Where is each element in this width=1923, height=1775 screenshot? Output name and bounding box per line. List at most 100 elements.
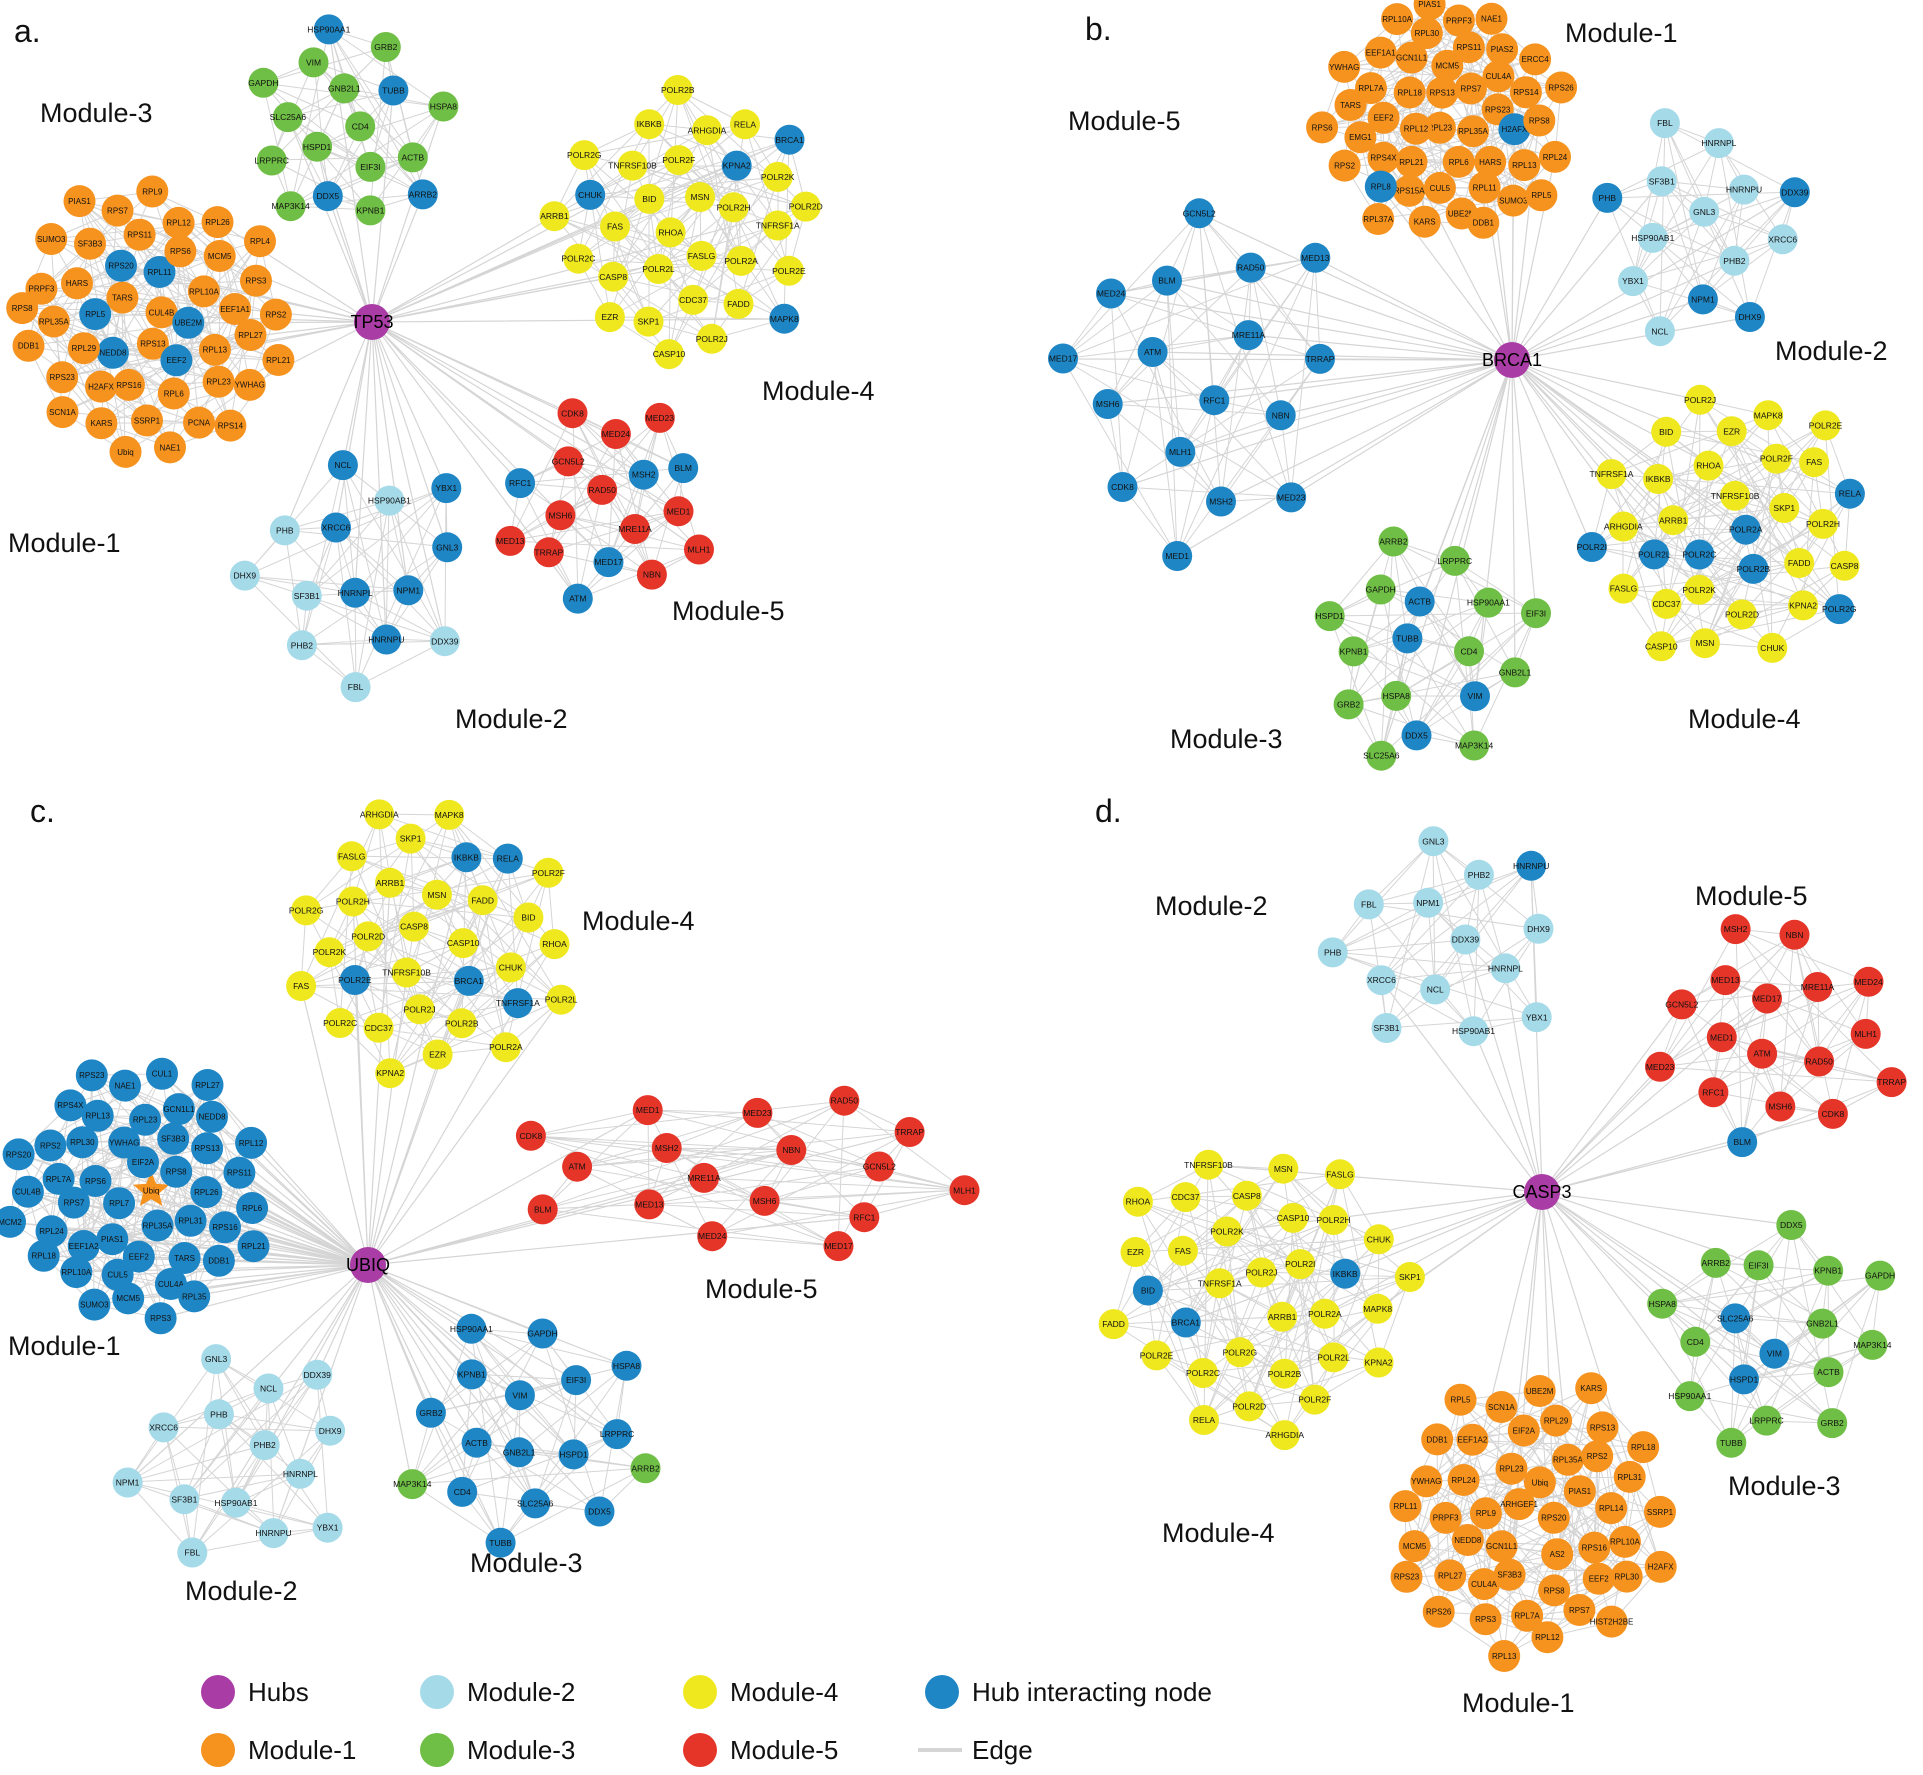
node-c-NAE1 xyxy=(109,1069,141,1102)
node-d-FBL xyxy=(1353,889,1384,920)
node-c-CASP8 xyxy=(399,911,429,942)
node-d-RPL12 xyxy=(1531,1621,1564,1654)
node-d-RFC1 xyxy=(1698,1077,1729,1108)
node-a-RELA xyxy=(730,109,760,140)
panel-letter-b: b. xyxy=(1085,11,1112,47)
legend-label-hubs: Hubs xyxy=(248,1677,309,1707)
node-a-BID xyxy=(634,183,665,214)
node-a-RPL4 xyxy=(244,225,276,258)
node-c-IKBKB xyxy=(451,842,482,873)
node-b-RPL35A xyxy=(1457,115,1489,148)
node-a-POLR2H xyxy=(718,192,749,223)
node-b-POLR2F xyxy=(1761,443,1792,474)
module-label-a-Module-2: Module-2 xyxy=(455,704,568,734)
node-b-GCN1L1 xyxy=(1395,41,1428,74)
node-a-RPS3 xyxy=(240,264,272,297)
node-b-EIF3I xyxy=(1521,598,1551,629)
node-a-MCM5 xyxy=(203,240,236,272)
node-d-RPL10A xyxy=(1608,1525,1641,1558)
node-a-SUMO3 xyxy=(35,223,68,255)
node-d-DDB1 xyxy=(1421,1423,1454,1456)
node-c-POLR2A xyxy=(490,1032,521,1063)
node-a-YBX1 xyxy=(431,473,462,504)
node-c-RPL10A xyxy=(60,1256,93,1289)
node-d-GAPDH xyxy=(1865,1260,1896,1291)
node-c-ARRB1 xyxy=(375,867,405,898)
node-c-DDB1 xyxy=(202,1244,235,1277)
node-c-GRB2 xyxy=(415,1397,446,1428)
node-b-BID xyxy=(1651,416,1682,447)
node-b-EZR xyxy=(1716,416,1747,447)
node-b-MRE11A xyxy=(1233,320,1264,351)
node-d-EZR xyxy=(1120,1237,1151,1267)
node-a-KARS xyxy=(85,407,118,440)
node-b-NAE1 xyxy=(1475,2,1508,35)
node-a-RPL13 xyxy=(198,333,231,366)
node-b-MSH6 xyxy=(1092,389,1123,419)
node-d-MSH6 xyxy=(1765,1091,1796,1122)
node-b-RPL12 xyxy=(1400,112,1432,145)
legend-label-hub-interacting-node: Hub interacting node xyxy=(972,1677,1212,1707)
node-a-VIM xyxy=(298,47,329,78)
node-a-RAD50 xyxy=(587,474,618,505)
node-a-HSPD1 xyxy=(302,131,333,162)
node-b-RPL6 xyxy=(1442,145,1475,178)
node-d-BID xyxy=(1132,1275,1163,1306)
node-d-RPS3 xyxy=(1469,1603,1502,1636)
node-a-RPL26 xyxy=(201,206,234,239)
legend-label-module-5: Module-5 xyxy=(730,1735,838,1765)
node-d-MED13 xyxy=(1710,965,1741,996)
node-a-DDB1 xyxy=(12,329,45,362)
node-b-RPS4X xyxy=(1367,141,1400,174)
node-c-ACTB xyxy=(461,1427,492,1458)
node-b-DDX5 xyxy=(1401,720,1432,751)
module-label-d-Module-4: Module-4 xyxy=(1162,1518,1275,1548)
node-c-CUL1 xyxy=(146,1057,178,1090)
node-d-SF3B3 xyxy=(1493,1558,1526,1591)
node-b-RPL37A xyxy=(1362,203,1395,235)
module-label-b-Module-2: Module-2 xyxy=(1775,336,1888,366)
module-label-c-Module-5: Module-5 xyxy=(705,1274,818,1304)
node-d-BLM xyxy=(1727,1127,1758,1158)
panel-a: CD4HSPD1GNB2L1EIF3ISLC25A6TUBBDDX5VIMACT… xyxy=(6,13,875,734)
node-d-KPNB1 xyxy=(1813,1255,1844,1286)
node-b-KPNA2 xyxy=(1788,590,1819,621)
legend-label-module-4: Module-4 xyxy=(730,1677,838,1707)
node-d-YBX1 xyxy=(1521,1002,1552,1033)
node-b-RPS13 xyxy=(1426,76,1459,109)
node-c-SF3B3 xyxy=(157,1122,190,1155)
node-b-GCN5L2 xyxy=(1184,198,1215,229)
node-c-CD4 xyxy=(447,1476,478,1507)
node-c-RPL30 xyxy=(66,1126,99,1159)
node-d-XRCC6 xyxy=(1366,965,1397,996)
node-d-CD4 xyxy=(1680,1326,1711,1357)
node-c-MSH6 xyxy=(749,1185,780,1216)
node-a-EIF3I xyxy=(355,151,386,182)
node-c-RPS7 xyxy=(57,1186,90,1219)
node-c-RHOA xyxy=(539,929,570,960)
node-c-RPL31 xyxy=(174,1204,207,1237)
node-a-KPNA2 xyxy=(721,150,752,181)
panel-c: CASP8CASP10TNFRSF10BMSNBRCA1POLR2DFADDPO… xyxy=(0,793,980,1606)
node-c-GNL3 xyxy=(201,1344,232,1375)
node-b-RAD50 xyxy=(1235,252,1266,283)
node-c-YWHAG xyxy=(108,1126,141,1159)
node-b-XRCC6 xyxy=(1767,224,1798,255)
node-b-RPL10A xyxy=(1381,3,1414,36)
node-d-EEF1A2 xyxy=(1456,1423,1489,1456)
node-d-RPL23 xyxy=(1495,1452,1528,1485)
node-c-RPL6 xyxy=(236,1192,269,1224)
node-c-RAD50 xyxy=(829,1085,860,1116)
node-d-CDK8 xyxy=(1817,1098,1848,1129)
node-d-POLR2B xyxy=(1269,1358,1300,1389)
node-b-ARHGDIA xyxy=(1608,511,1639,542)
node-b-GAPDH xyxy=(1365,574,1396,605)
node-b-ERCC4 xyxy=(1519,43,1552,76)
node-a-EEF2 xyxy=(160,344,193,377)
node-c-BLM xyxy=(527,1194,558,1225)
node-d-NBN xyxy=(1779,919,1810,950)
node-a-CUL4B xyxy=(145,296,178,329)
node-d-GCN1L1 xyxy=(1485,1530,1518,1563)
node-d-RELA xyxy=(1189,1405,1219,1435)
node-d-MAP3K14 xyxy=(1857,1329,1888,1360)
